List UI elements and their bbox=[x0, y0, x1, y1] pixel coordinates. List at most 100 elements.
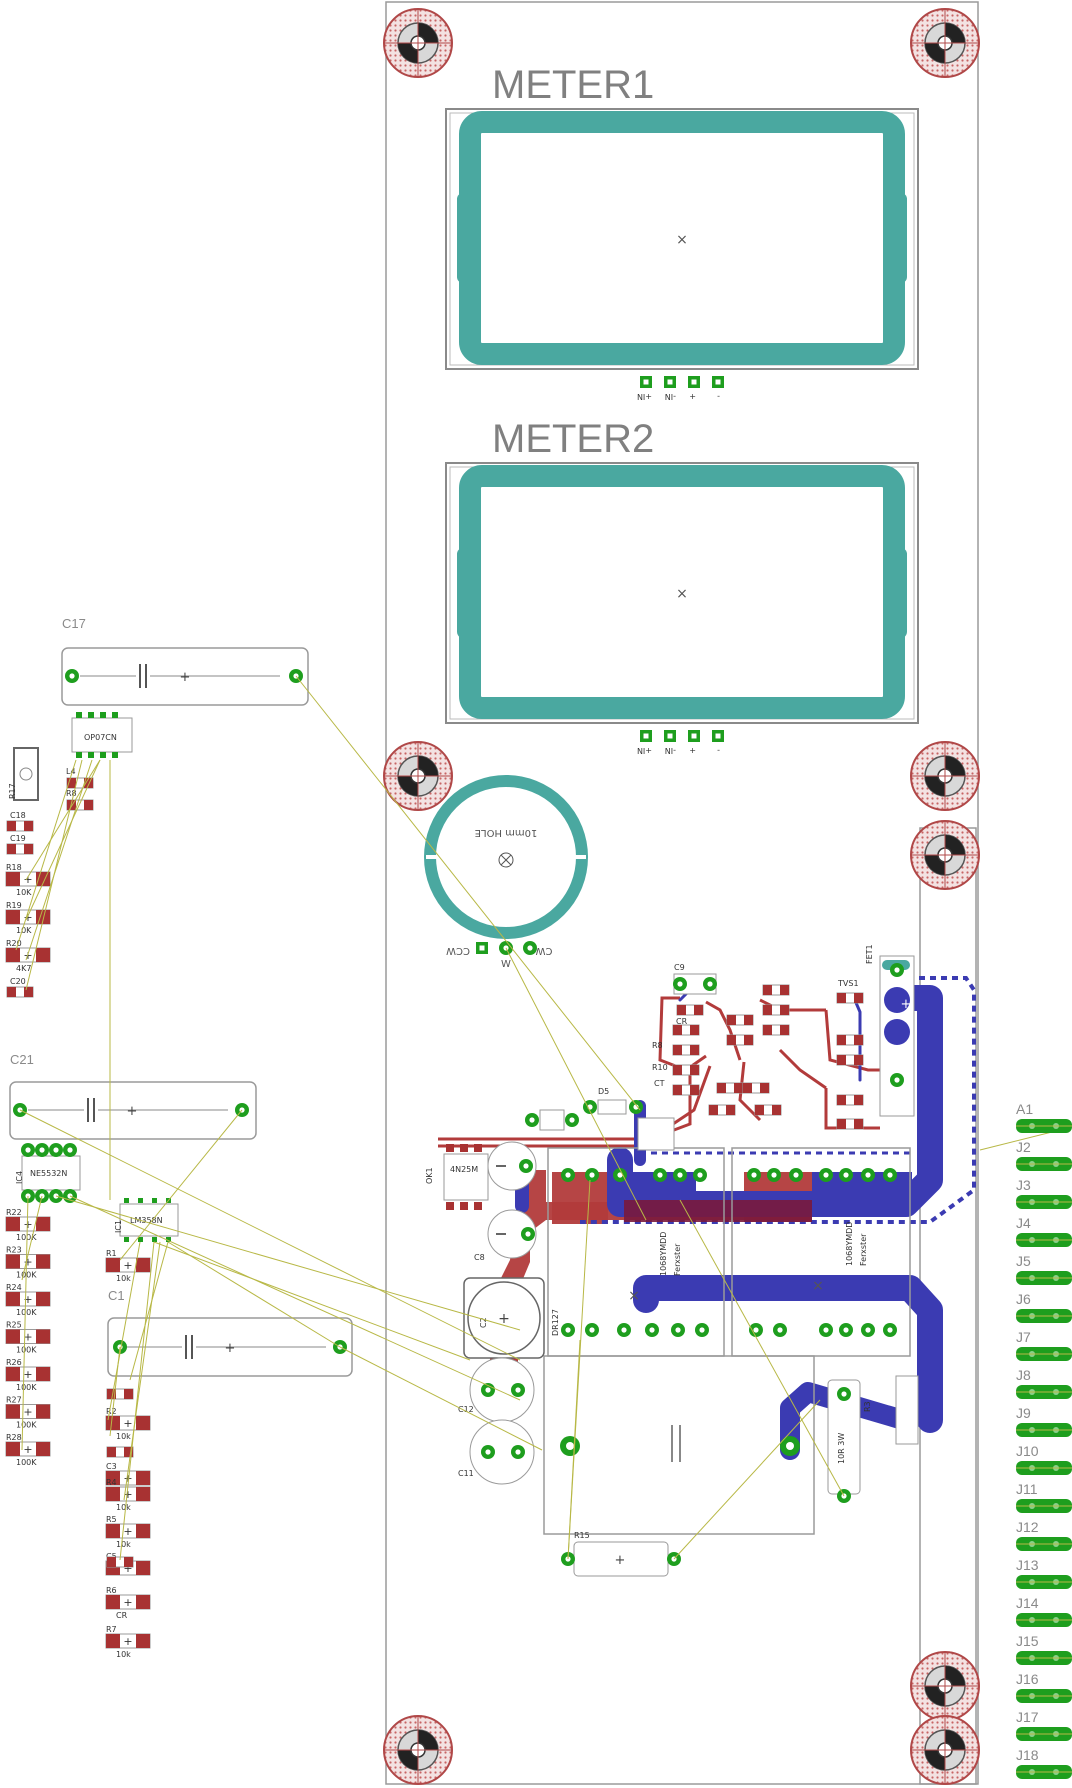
r-10r-3w-label: 10R 3W bbox=[837, 1433, 846, 1464]
resistor-name-label: R26 bbox=[6, 1358, 22, 1367]
connector-label: J6 bbox=[1016, 1291, 1031, 1307]
ic1-label: IC1 bbox=[114, 1220, 123, 1233]
connector-j15: J15 bbox=[1015, 1633, 1072, 1666]
smd-resistor: R4 10k bbox=[105, 1478, 151, 1512]
connector-j16: J16 bbox=[1015, 1671, 1072, 1704]
resistor-value-label: 10k bbox=[116, 1503, 131, 1512]
resistor-name-label: R27 bbox=[6, 1396, 22, 1405]
resistor-name-label: R4 bbox=[106, 1478, 117, 1487]
resistor-name-label: R18 bbox=[6, 863, 22, 872]
connector-label: J3 bbox=[1016, 1177, 1031, 1193]
pot-w-label: W bbox=[501, 959, 511, 970]
fet1-label: FET1 bbox=[865, 944, 874, 964]
diode-d5 bbox=[583, 1099, 643, 1115]
svg-text:+: + bbox=[180, 670, 191, 685]
resistor-value-label: 100K bbox=[16, 1308, 37, 1317]
meter2-center-mark: × bbox=[676, 586, 688, 602]
transformer-2-sublabel: Ferxster bbox=[859, 1233, 868, 1266]
connector-label: J2 bbox=[1016, 1139, 1031, 1155]
c1-label: C1 bbox=[108, 1288, 125, 1303]
resistor-value-label: 10k bbox=[116, 1650, 131, 1659]
r8b-label: R8 bbox=[652, 1041, 663, 1050]
connector-label: J5 bbox=[1016, 1253, 1031, 1269]
resistor-name-label: R2 bbox=[106, 1407, 117, 1416]
svg-text:×: × bbox=[812, 1278, 824, 1294]
mount-hole-icon bbox=[910, 1651, 980, 1721]
mount-hole-icon bbox=[383, 1715, 453, 1785]
pot-ccw-label: CCW bbox=[446, 945, 470, 956]
meter2-outline bbox=[445, 462, 919, 724]
c9-label: C9 bbox=[674, 963, 685, 972]
r17-trimmer bbox=[13, 747, 39, 801]
resistor-name-label: R23 bbox=[6, 1246, 22, 1255]
c11-label: C11 bbox=[458, 1469, 474, 1478]
meter1-pin-label: -IN bbox=[665, 392, 676, 401]
connector-j10: J10 bbox=[1015, 1443, 1072, 1476]
connector-label: J13 bbox=[1016, 1557, 1039, 1573]
connector-label: J15 bbox=[1016, 1633, 1039, 1649]
ic1-lm358-label: LM358N bbox=[130, 1216, 163, 1225]
d5-label: D5 bbox=[598, 1087, 609, 1096]
resistor-name-label: R1 bbox=[106, 1249, 117, 1258]
meter1-pin-label: +IN bbox=[637, 392, 652, 401]
svg-text:+: + bbox=[615, 1553, 626, 1568]
connector-j4: J4 bbox=[1015, 1215, 1072, 1248]
resistor-name-label: R6 bbox=[106, 1586, 117, 1595]
meter2-pin-label: +IN bbox=[637, 746, 652, 755]
ok1-pins bbox=[446, 1144, 482, 1210]
meter1-outline bbox=[445, 108, 919, 370]
airwires bbox=[15, 675, 1061, 1561]
resistor-value-label: CR bbox=[116, 1611, 128, 1620]
connector-label: J7 bbox=[1016, 1329, 1031, 1345]
connector-a1: A1 bbox=[1015, 1101, 1072, 1134]
cr-label: CR bbox=[676, 1017, 688, 1026]
ct-label: CT bbox=[654, 1079, 665, 1088]
connector-j7: J7 bbox=[1015, 1329, 1072, 1362]
connector-j2: J2 bbox=[1015, 1139, 1072, 1172]
resistor-name-label: R5 bbox=[106, 1515, 117, 1524]
connector-j6: J6 bbox=[1015, 1291, 1072, 1324]
mount-hole-icon bbox=[910, 820, 980, 890]
control-smd-cluster bbox=[672, 973, 864, 1130]
r17-label: R17 bbox=[8, 783, 17, 799]
resistor-value-label: 10k bbox=[116, 1274, 131, 1283]
meter1-pin-label: - bbox=[717, 392, 720, 401]
r3-connector bbox=[895, 1375, 919, 1445]
c17-label: C17 bbox=[62, 616, 86, 631]
smd-resistor: R1 10k bbox=[105, 1249, 151, 1283]
transformer-2-label: 1068YMDD bbox=[845, 1222, 854, 1266]
connector-j13: J13 bbox=[1015, 1557, 1072, 1590]
resistor-name-label: C3 bbox=[106, 1462, 117, 1471]
meter2-pin-label: -IN bbox=[665, 746, 676, 755]
connector-label: J8 bbox=[1016, 1367, 1031, 1383]
r10-label: R10 bbox=[652, 1063, 668, 1072]
connector-j9: J9 bbox=[1015, 1405, 1072, 1438]
mount-hole-icon bbox=[910, 1715, 980, 1785]
c19-label: C19 bbox=[10, 834, 26, 843]
connector-j11: J11 bbox=[1015, 1481, 1072, 1514]
ok1-label: OK1 bbox=[425, 1167, 434, 1184]
mount-hole-icon bbox=[910, 741, 980, 811]
ic-op07-label: OP07CN bbox=[84, 733, 117, 742]
svg-text:+: + bbox=[127, 1104, 138, 1119]
svg-text:×: × bbox=[628, 1288, 640, 1304]
cap-c8 bbox=[487, 1209, 537, 1259]
mount-hole-icon bbox=[383, 8, 453, 78]
meter1-label: METER1 bbox=[492, 63, 654, 107]
cap-c11 bbox=[469, 1419, 535, 1485]
resistor-name-label: R28 bbox=[6, 1433, 22, 1442]
c18-label: C18 bbox=[10, 811, 26, 820]
connector-label: J11 bbox=[1016, 1481, 1038, 1497]
ic4-ne5532 bbox=[21, 1155, 81, 1191]
c8-label: C8 bbox=[474, 1253, 485, 1262]
resistor-value-label: 100K bbox=[16, 1383, 37, 1392]
r3-label: R3 bbox=[863, 1401, 872, 1412]
mount-hole-icon bbox=[910, 8, 980, 78]
c12-label: C12 bbox=[458, 1405, 474, 1414]
meter1-center-mark: × bbox=[676, 232, 688, 248]
